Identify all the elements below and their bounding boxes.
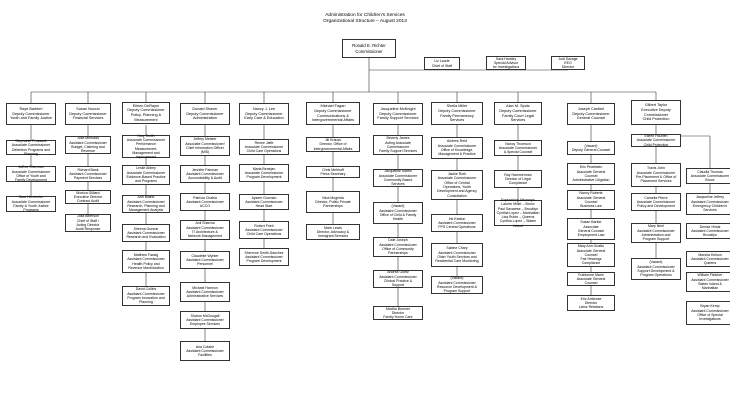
office-box: Sara Hemmeter Associate Commissioner Fam… bbox=[6, 195, 56, 212]
borough-office-box: William Fletcher Assistant Commissioner … bbox=[686, 272, 730, 292]
office-box: Renee Jaffe Associate Commissioner Child… bbox=[239, 139, 289, 155]
office-box: Ana Cotaire Assistant Commissioner Facil… bbox=[180, 341, 230, 361]
borough-office-box: Bryan Kemp Assistant Commissioner Office… bbox=[686, 301, 730, 325]
office-box: Claudette Wynter Assistant Commissioner … bbox=[180, 251, 230, 269]
office-box: Monica Gilliard Executive Director Contr… bbox=[65, 190, 111, 204]
chief-of-staff-box: Liz Laurie Chief of Staff bbox=[424, 57, 460, 70]
office-box: Supervising Attorneys: Lauren Miller – B… bbox=[494, 198, 542, 228]
office-box: Mark Lewis Director, Advocacy & Immigran… bbox=[306, 224, 360, 240]
deputy-commissioner-box: Nancy J. Lee Deputy Commissioner Early C… bbox=[239, 103, 289, 125]
office-box: Michael Harmon Assistant Commissioner Ad… bbox=[180, 282, 230, 302]
office-box: Kary Smith Associate Commissioner Perfor… bbox=[122, 134, 170, 159]
office-box: Jackie Roth Associate Commissioner Offic… bbox=[431, 170, 483, 200]
borough-office-box: Jacqueline Jeffrey Assistant Commissione… bbox=[686, 193, 730, 215]
office-box: Leslie Abbey Associate Commissioner Evid… bbox=[122, 165, 170, 185]
borough-office-box: Claudia Thomas Associate Commissioner Br… bbox=[686, 168, 730, 184]
deputy-commissioner-box: Gilbert Taylor Executive Deputy Commissi… bbox=[631, 100, 681, 125]
deputy-commissioner-box: Joseph Cardieri Deputy Commissioner Gene… bbox=[567, 103, 615, 125]
office-box: Sabine Chary Assistant Commissioner Olde… bbox=[431, 243, 483, 267]
office-box: Robert Frieh Assistant Commissioner Chil… bbox=[239, 221, 289, 239]
office-box: Julia Bitterson Chief of Staff / Acting … bbox=[65, 214, 111, 232]
deputy-commissioner-box: Michael Fagan Deputy Commissioner Commun… bbox=[306, 102, 360, 125]
office-box: Frabionne Marin Associate General Counse… bbox=[567, 272, 615, 286]
office-box: Andrew Reid Associate Commissioner Offic… bbox=[431, 137, 483, 159]
office-box: Jennifer Fairman Assistant Commissioner … bbox=[180, 165, 230, 183]
office-box: David Collins Assistant Commissioner Pro… bbox=[122, 286, 170, 306]
office-box: Jose Mercado Assistant Commissioner Budg… bbox=[65, 136, 111, 154]
office-box: Mary Neel Assistant Commissioner Adminis… bbox=[631, 223, 681, 243]
office-box: Richard Bank Assistant Commissioner Paym… bbox=[65, 166, 111, 182]
office-box: Iris Keaton Assistant Commissioner FPS C… bbox=[431, 214, 483, 232]
deputy-commissioner-box: Jacqueline McKnight Deputy Commissioner … bbox=[373, 103, 423, 125]
office-box: (Vacant) Assistant Commissioner Support … bbox=[631, 258, 681, 280]
office-box: Martha Brunner Director Family Home Care bbox=[373, 306, 423, 320]
office-box: Jeffrey Meister Associate Commissioner/ … bbox=[180, 136, 230, 156]
office-box: Maria Benejan Associate Commissioner Pro… bbox=[239, 164, 289, 182]
office-box: Nancy Thomson Associate Commissioner A.S… bbox=[494, 140, 542, 156]
office-box: Eileen Hourieh Associate Commissioner Ch… bbox=[631, 134, 681, 147]
office-box: Patricia Chabla Assistant Commissioner A… bbox=[180, 193, 230, 211]
office-box: Ray Hammerman Director of Legal Complian… bbox=[494, 170, 542, 188]
office-box: Sheena Gunnar Assistant Commissioner Res… bbox=[122, 224, 170, 242]
office-box: Camelia Pierre Associate Commissioner Po… bbox=[631, 193, 681, 211]
office-box: Mary Ann Guatto Associate General Counse… bbox=[567, 243, 615, 267]
commissioner-box: Ronald E. Richter Commissioner bbox=[342, 39, 396, 58]
office-box: Travis John Associate Commissioner Pre-P… bbox=[631, 163, 681, 187]
deputy-commissioner-box: Raye Barbieri Deputy Commissioner Youth … bbox=[6, 103, 56, 125]
deputy-commissioner-box: Donald Shaver Deputy Commissioner Admini… bbox=[180, 103, 230, 125]
office-box: Sherrone Smith-Sanchez Assistant Commiss… bbox=[239, 248, 289, 266]
office-box: (Vacant) Deputy General Counsel bbox=[567, 141, 615, 155]
office-box: Matthew Fassig Assistant Commissioner He… bbox=[122, 250, 170, 273]
eeo-director-box: Jodi Savage EEO Director bbox=[551, 56, 585, 70]
office-box: Nina Mogelda Director, Public Private Pa… bbox=[306, 191, 360, 213]
office-box: (Vacant) Assistant Commissioner Resource… bbox=[431, 276, 483, 294]
office-box: Andrea Goetz Assistant Commissioner Clin… bbox=[373, 270, 423, 288]
office-box: Eric Pearlstein Associate General Counse… bbox=[567, 163, 615, 185]
deputy-commissioner-box: Alan M. Sputz Deputy Commissioner Family… bbox=[494, 102, 542, 125]
office-box: Eric Ambrose Director Labor Relations bbox=[567, 295, 615, 311]
office-box: Sharon McDougall Assistant Commissioner … bbox=[180, 311, 230, 329]
deputy-commissioner-box: Susan Nuccio Deputy Commissioner Financi… bbox=[65, 103, 111, 125]
office-box: Aysem Gucman Assistant Commissioner Head… bbox=[239, 194, 289, 210]
deputy-commissioner-box: Eileen DeRaym Deputy Commissioner Policy… bbox=[122, 102, 170, 124]
office-box: Jacqueline Martin Associate Commissioner… bbox=[373, 169, 423, 187]
borough-office-box: Marsha Kelson Assistant Commissioner Que… bbox=[686, 251, 730, 267]
borough-office-box: Denise Hinds Assistant Commissioner Broo… bbox=[686, 223, 730, 239]
chart-subtitle: Organizational Structure – August 2013 bbox=[323, 19, 407, 24]
office-box: Chris Mehhoff Press Secretary bbox=[306, 166, 360, 178]
chart-title: Administration for Children's Services bbox=[325, 13, 405, 18]
office-box: Ann Blaine Assistant Commissioner Resear… bbox=[122, 195, 170, 213]
office-box: JaRee Sherman Associate Commissioner Off… bbox=[6, 165, 56, 182]
office-box: Dale Joseph Assistant Commissioner Offic… bbox=[373, 237, 423, 257]
deputy-commissioner-box: Sheila Miller Deputy Commissioner Family… bbox=[431, 102, 483, 125]
office-box: Beverly James Acting Associate Commissio… bbox=[373, 135, 423, 155]
office-box: Susan Barker Associate General Counsel E… bbox=[567, 218, 615, 240]
chart-header: Administration for Children's Services O… bbox=[0, 13, 730, 25]
office-box: Stephanie Prussack Associate Commissione… bbox=[6, 139, 56, 156]
office-box: (Vacant) Assistant Commissioner Office o… bbox=[373, 202, 423, 224]
office-box: Jill Krauss Director, Office of Intergov… bbox=[306, 137, 360, 152]
office-box: Anil Sharma Assistant Commissioner IT Ar… bbox=[180, 220, 230, 240]
special-advisor-box: Sara Hamley Special Advisor for Investig… bbox=[486, 56, 526, 70]
office-box: Nancy Roberts Associate General Counsel … bbox=[567, 190, 615, 210]
